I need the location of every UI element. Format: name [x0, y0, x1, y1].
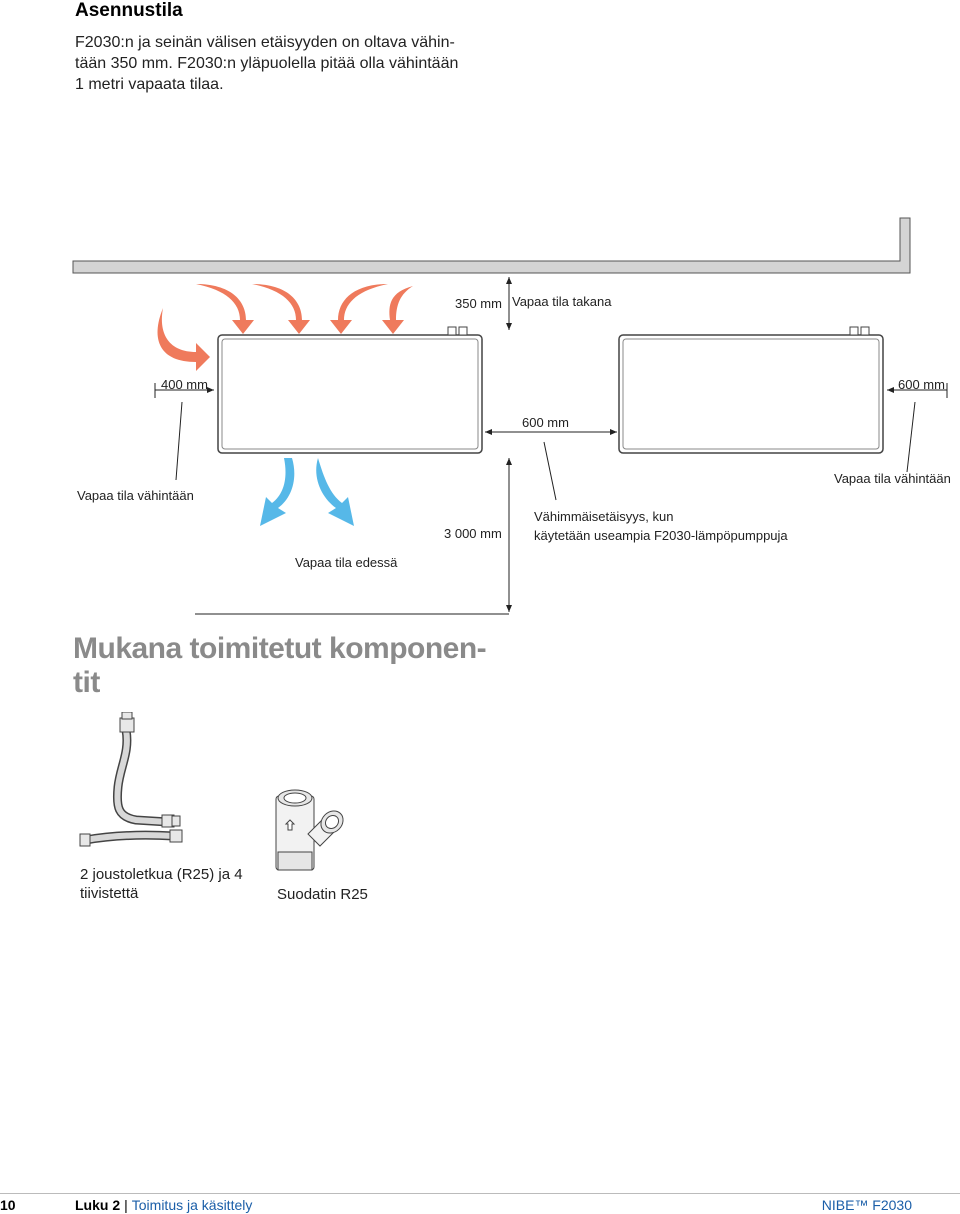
- cold-air-arrow-2: [316, 458, 354, 526]
- hot-air-arrow-left: [157, 308, 210, 371]
- cold-air-arrow-1: [260, 458, 295, 526]
- hose-caption-line-2: tiivistettä: [80, 885, 139, 902]
- intro-text-line-1: F2030:n ja seinän välisen etäisyyden on …: [75, 34, 455, 51]
- flow-direction-arrow-icon: [284, 819, 296, 831]
- hot-air-arrows: [157, 284, 413, 371]
- intro-text-line-3: 1 metri vapaata tilaa.: [75, 76, 224, 93]
- min-space-left-label: Vapaa tila vähintään: [77, 488, 194, 503]
- dimension-600-right-label: 600 mm: [898, 377, 945, 392]
- wall: [72, 217, 911, 274]
- footer-divider: [0, 1193, 960, 1194]
- section-title: Asennustila: [75, 0, 183, 21]
- installation-space-diagram: 350 mm Vapaa tila takana 400 mm 600 mm 6…: [72, 217, 951, 615]
- intro-text-line-2: tään 350 mm. F2030:n yläpuolella pitää o…: [75, 55, 459, 72]
- cold-air-arrows: [260, 458, 354, 526]
- hot-air-arrow-2: [252, 284, 310, 334]
- flexible-hose-illustration: [79, 712, 183, 847]
- chapter-title: Toimitus ja käsittely: [131, 1197, 253, 1213]
- rear-space-label: Vapaa tila takana: [512, 294, 612, 309]
- strainer-filter-illustration: [275, 789, 344, 871]
- chapter-label: Luku 2: [75, 1197, 121, 1213]
- dimension-350-label: 350 mm: [455, 296, 502, 311]
- dimension-3000-label: 3 000 mm: [444, 526, 502, 541]
- multi-unit-label-line-1: Vähimmäisetäisyys, kun: [534, 509, 673, 524]
- heat-pump-unit-left: [217, 326, 483, 454]
- dimension-600-between-label: 600 mm: [522, 415, 569, 430]
- footer-chapter: Luku 2|Toimitus ja käsittely: [75, 1197, 252, 1213]
- hose-caption-line-1: 2 joustoletkua (R25) ja 4: [80, 866, 243, 883]
- filter-caption: Suodatin R25: [277, 886, 368, 903]
- page-number: 10: [0, 1197, 16, 1213]
- hot-air-arrow-1: [196, 284, 254, 334]
- hose-caption: 2 joustoletkua (R25) ja 4 tiivistettä: [80, 865, 243, 903]
- product-name: NIBE™ F2030: [821, 1197, 912, 1213]
- hot-air-arrow-3: [330, 284, 388, 334]
- chapter-separator: |: [124, 1197, 128, 1213]
- multi-unit-label-line-2: käytetään useampia F2030-lämpöpumppuja: [534, 528, 788, 543]
- components-heading-line-1: Mukana toimitetut komponen-: [73, 632, 487, 665]
- hot-air-arrow-4: [382, 286, 413, 334]
- front-space-label: Vapaa tila edessä: [295, 555, 398, 570]
- min-space-right-label: Vapaa tila vähintään: [834, 471, 951, 486]
- components-heading: Mukana toimitetut komponen- tit: [73, 632, 487, 700]
- heat-pump-unit-right: [618, 326, 884, 454]
- components-heading-line-2: tit: [73, 666, 100, 699]
- dimension-400-label: 400 mm: [161, 377, 208, 392]
